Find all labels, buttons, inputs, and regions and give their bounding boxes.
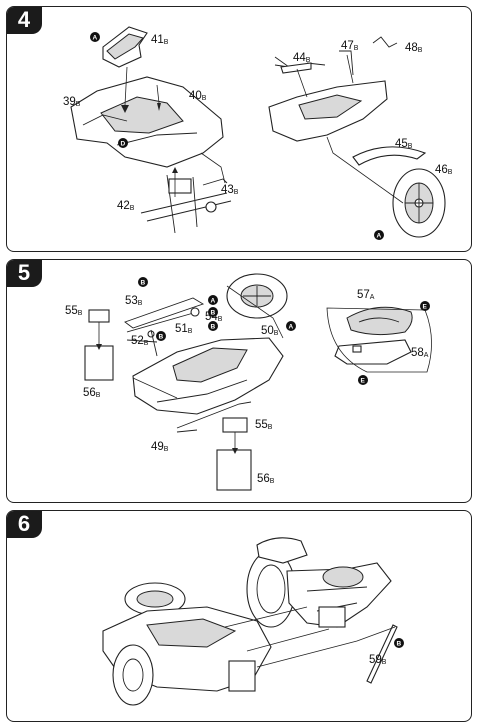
part-label: 40B [189,90,207,102]
part-label: 46B [435,164,453,176]
svg-text:E: E [361,378,366,385]
svg-text:B: B [397,641,402,648]
motorcycle-assembly [246,537,392,628]
part-label: 55B [65,305,83,317]
bolt-part [190,307,200,317]
part-label: 58A [411,347,429,359]
svg-text:E: E [423,304,428,311]
svg-text:A: A [289,324,294,331]
connecting-rod-part [366,624,398,684]
step-5-diagram: 53B 54B 51B 52B 50B 55B 56B 49B 55B 56B … [65,273,432,491]
part-label: 56B [257,473,275,485]
spare-wheel-part [226,273,288,319]
assembly-marker: B [138,277,148,287]
assembly-marker: B [394,638,404,648]
assembly-marker: E [420,301,430,311]
part-label: 48B [405,42,423,54]
assembly-marker: B [208,307,218,317]
svg-text:B: B [159,334,164,341]
svg-text:A: A [211,298,216,305]
bag-lid-part [222,417,248,433]
part-label: 57A [357,289,375,301]
svg-text:D: D [121,141,126,148]
step-number: 4 [7,7,42,34]
sidecar-body-right-part [268,56,388,142]
fender-part [352,146,427,166]
rod-part [176,401,252,433]
svg-text:A: A [93,35,98,42]
step-4-diagram: 41B 40B 39B 42B 43B 44B 47B 48B 45B 46B … [63,26,453,240]
assembly-marker: A [374,230,384,240]
svg-text:B: B [211,324,216,331]
assembly-marker: A [90,32,100,42]
step-6-panel: 6 59B B [6,510,472,722]
step-4-panel: 4 [6,6,472,252]
bag-lid-part [88,309,110,323]
pin-part [126,329,158,357]
part-label: 59B [369,654,387,666]
assembly-marker: A [208,295,218,305]
svg-text:A: A [377,233,382,240]
assembly-marker: B [208,321,218,331]
frame-part [140,174,232,234]
part-label: 55B [255,419,273,431]
rail-part [124,297,205,333]
step-number: 6 [7,511,42,538]
handle-part [280,62,312,74]
svg-text:B: B [211,310,216,317]
assembly-marker: A [286,321,296,331]
part-label: 41B [151,34,169,46]
part-label: 52B [131,335,149,347]
step-5-panel: 5 [6,259,472,503]
screen-bracket-part [339,36,398,76]
part-label: 45B [395,138,413,150]
part-label: 56B [83,387,101,399]
part-label: 47B [341,40,359,52]
wheel-part [392,168,446,238]
part-label: 42B [117,200,135,212]
step-number: 5 [7,260,42,287]
part-label: 53B [125,295,143,307]
part-label: 49B [151,441,169,453]
part-label: 51B [175,323,193,335]
part-label: 43B [221,184,239,196]
svg-text:B: B [141,280,146,287]
sidecar-assembly [102,582,272,706]
seat-part [102,26,148,68]
assembly-marker: B [156,331,166,341]
part-label: 44B [293,52,311,64]
part-label: 39B [63,96,81,108]
seat-cushion-part [346,306,413,336]
assembly-marker: D [118,138,128,148]
assembly-marker: E [358,375,368,385]
seat-base-part [334,339,412,365]
bag-part [84,345,114,381]
step-6-diagram: 59B B [102,537,404,706]
part-label: 50B [261,325,279,337]
bag-part [216,449,252,491]
bolt-part [202,178,228,186]
